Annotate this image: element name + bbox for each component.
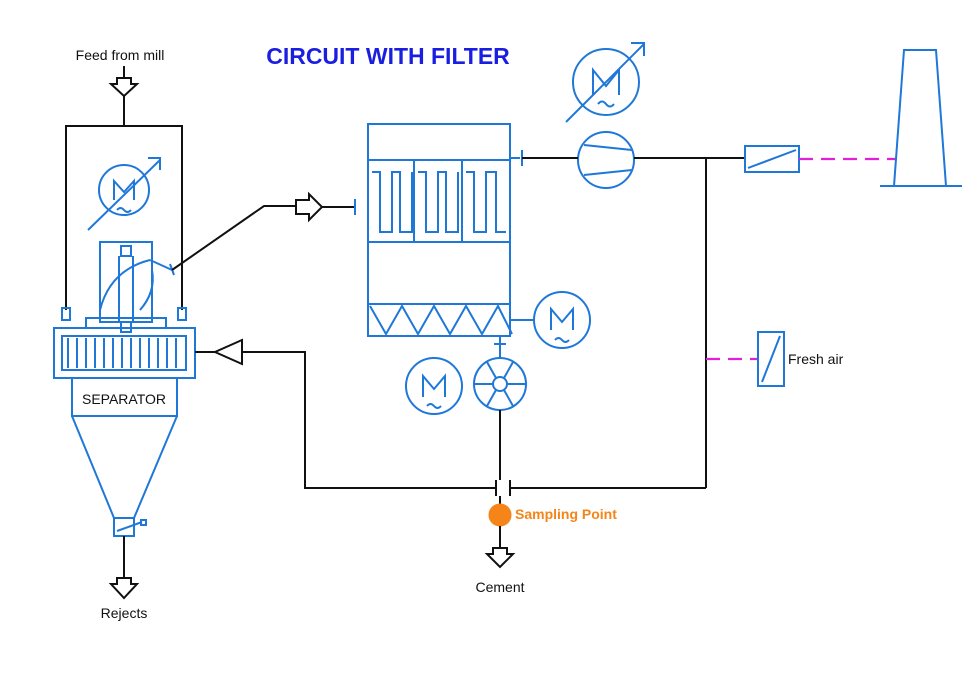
separator-rotor-bars [67,338,177,368]
damper-icon [757,331,785,387]
filter-bags [372,171,506,233]
damper-icon [744,145,800,173]
separator: SEPARATOR [53,157,196,537]
feed-arrow-icon [108,66,140,98]
duct-separator-to-filter [169,191,356,276]
fan-icon [577,131,635,189]
sampling-point-label: Sampling Point [515,506,617,522]
feed-label: Feed from mill [76,47,165,63]
rejects-arrow-icon [108,536,140,600]
damper-icon [113,517,147,537]
bag-filter [367,123,513,337]
sampling-point-marker [488,503,512,527]
screw-conveyor [369,303,513,337]
separator-label: SEPARATOR [82,391,166,407]
diagram-title: CIRCUIT WITH FILTER [266,43,510,69]
feed-piping [65,96,183,310]
exhaust-piping [510,150,745,488]
motor-icon [87,157,161,231]
stack-icon [880,49,962,187]
motor-icon [405,357,463,415]
fan-motor-icon [565,42,645,123]
rejects-label: Rejects [101,605,148,621]
cement-piping [212,338,706,505]
motor-icon [510,291,591,349]
cement-label: Cement [475,579,524,595]
cement-arrow-icon [484,526,516,569]
fresh-air-label: Fresh air [788,351,844,367]
rotary-valve-icon [473,336,527,411]
